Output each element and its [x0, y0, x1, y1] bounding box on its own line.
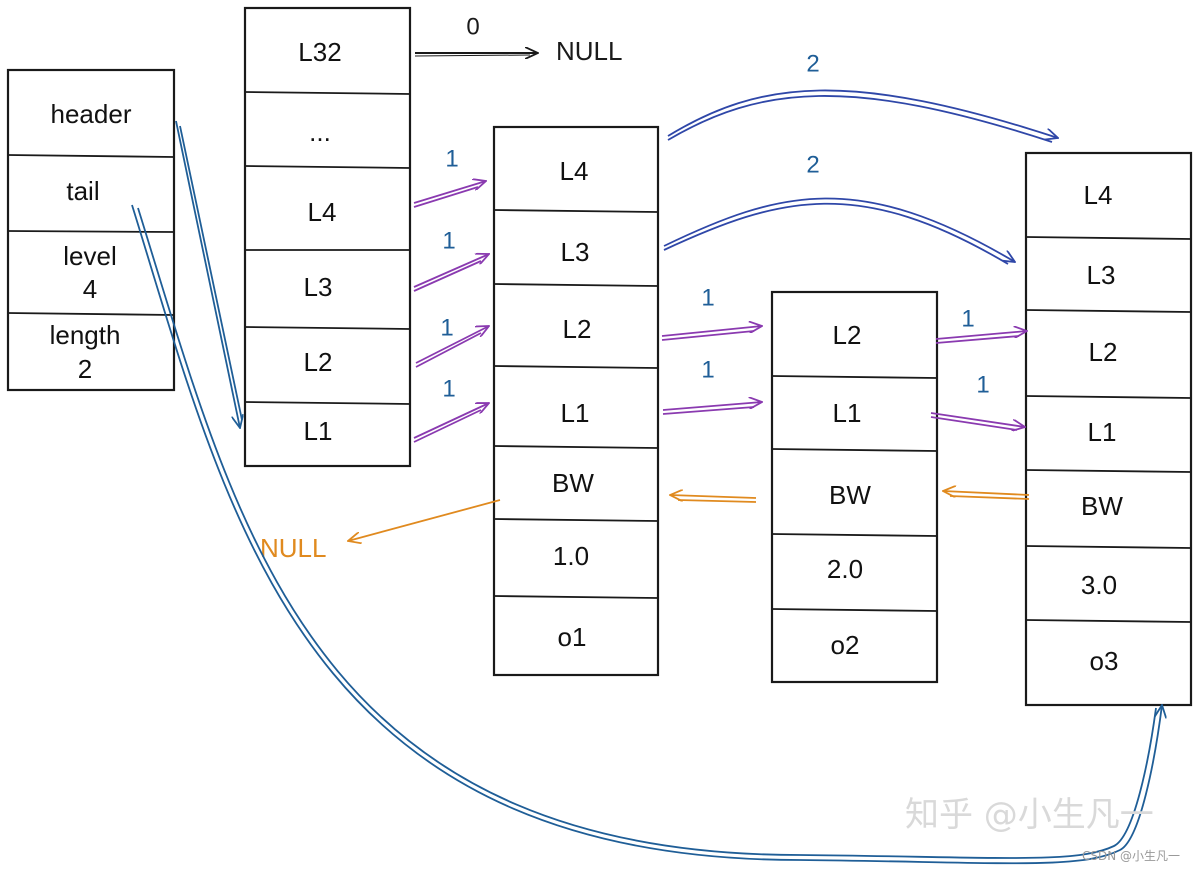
header-level-2: L2 [304, 347, 333, 377]
watermark-main: 知乎 @小生凡一 [905, 795, 1154, 835]
o3-obj: o3 [1090, 646, 1119, 676]
span-header-l2: 1 [440, 314, 453, 341]
o1-level-4: L4 [560, 156, 589, 186]
o3-backward: BW [1081, 491, 1123, 521]
o3-level-4: L4 [1084, 180, 1113, 210]
node-o2: L2 L1 BW 2.0 o2 [770, 290, 939, 684]
o1-level-3: L3 [561, 237, 590, 267]
header-level-32: L32 [298, 37, 341, 67]
span-header-l3: 1 [442, 227, 455, 254]
header-level-3: L3 [304, 272, 333, 302]
header-node: L32 ... L4 L3 L2 L1 [243, 6, 412, 468]
o3-level-1: L1 [1088, 417, 1117, 447]
o3-score: 3.0 [1081, 570, 1117, 600]
level-field-label: level [63, 241, 116, 271]
node-o1: L4 L3 L2 L1 BW 1.0 o1 [492, 125, 660, 677]
span-header-l1: 1 [442, 375, 455, 402]
level-field-value: 4 [83, 274, 97, 304]
arrow-tail-pointer [131, 204, 1162, 865]
span-o1-l2: 1 [701, 284, 714, 311]
span-o2-l1: 1 [976, 371, 989, 398]
backward-arrows [348, 491, 1030, 541]
null-top-label: NULL [556, 36, 622, 66]
o2-backward: BW [829, 480, 871, 510]
zskiplist-struct: header tail level 4 length 2 [6, 68, 176, 392]
o2-level-1: L1 [833, 398, 862, 428]
o1-level-2: L2 [563, 314, 592, 344]
arrows-o1-to-o2 [661, 326, 762, 415]
watermark-small: CSDN @小生凡一 [1082, 849, 1180, 863]
o1-backward: BW [552, 468, 594, 498]
length-field-label: length [50, 320, 121, 350]
o2-score: 2.0 [827, 554, 863, 584]
o2-level-2: L2 [833, 320, 862, 350]
header-level-4: L4 [308, 197, 337, 227]
null-backward-label: NULL [260, 533, 326, 563]
span-o1-l4: 2 [806, 50, 819, 77]
span-o1-l1: 1 [701, 356, 714, 383]
span-l32: 0 [466, 13, 479, 40]
arrows-o2-to-o3 [930, 331, 1027, 430]
span-o2-l2: 1 [961, 305, 974, 332]
o3-level-2: L2 [1089, 337, 1118, 367]
tail-field-label: tail [66, 176, 99, 206]
arrows-header-to-o1 [413, 181, 489, 443]
arrow-l32-null [414, 53, 538, 56]
node-o3: L4 L3 L2 L1 BW 3.0 o3 [1024, 151, 1193, 707]
o1-score: 1.0 [553, 541, 589, 571]
o2-obj: o2 [831, 630, 860, 660]
header-level-ellipsis: ... [309, 117, 331, 147]
header-field-label: header [51, 99, 132, 129]
arrow-header-pointer [175, 120, 242, 428]
length-field-value: 2 [78, 354, 92, 384]
header-level-1: L1 [304, 416, 333, 446]
arrows-o1-to-o3 [663, 89, 1058, 265]
span-o1-l3: 2 [806, 151, 819, 178]
o1-level-1: L1 [561, 398, 590, 428]
span-header-l4: 1 [445, 145, 458, 172]
o3-level-3: L3 [1087, 260, 1116, 290]
o1-obj: o1 [558, 622, 587, 652]
